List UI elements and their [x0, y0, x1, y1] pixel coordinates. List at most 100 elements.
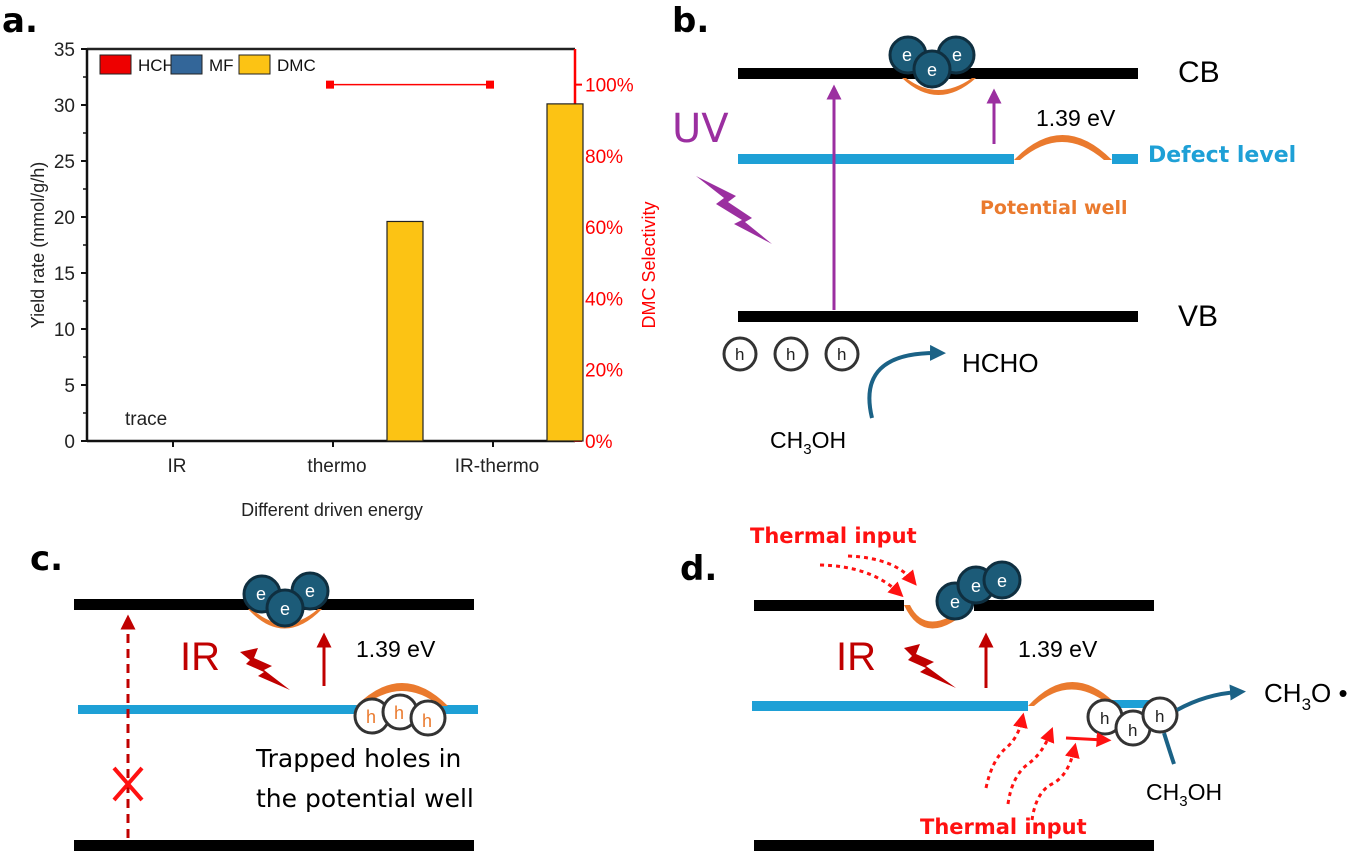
bar-dmc-thermo [386, 220, 424, 442]
electron-label: e [997, 571, 1007, 591]
electron-cluster: e e e [888, 35, 976, 89]
electron-label: e [950, 592, 960, 612]
y-axis-title: Yield rate (mmol/g/h) [28, 162, 48, 328]
electron-label: e [971, 576, 981, 596]
vb-label: VB [1178, 300, 1218, 333]
thermal-arrow-top [819, 563, 904, 598]
y2-tick-label: 60% [585, 218, 623, 239]
hole-push-arrow [1065, 732, 1112, 748]
electron-icon [265, 588, 305, 628]
legend-swatch-mf [170, 54, 203, 75]
potential-well-barrier [1028, 681, 1114, 706]
defect-level-right [1112, 154, 1138, 164]
hole-icon [824, 336, 860, 372]
cb-label: CB [1178, 56, 1220, 89]
energy-label: 1.39 eV [1036, 105, 1116, 131]
energy-label: 1.39 eV [1018, 636, 1098, 662]
reactant-ch3oh: CH3OH [770, 427, 846, 458]
defect-level-left [738, 154, 1014, 164]
electron-label: e [952, 45, 962, 65]
reactant-ch3oh: CH3OH [1146, 779, 1222, 810]
potential-well-label: Potential well [980, 197, 1127, 219]
legend-swatch-dmc [238, 54, 271, 75]
electron-label: e [927, 60, 937, 80]
electron-label: e [256, 584, 266, 604]
legend-swatch-hcho [99, 54, 132, 75]
electron-icon [912, 49, 952, 89]
x-tick-label: thermo [307, 456, 366, 477]
methanol-approach-line [1162, 732, 1176, 765]
oxidation-arrow [867, 344, 946, 419]
ir-label: IR [180, 635, 220, 679]
y2-tick-label: 80% [585, 147, 623, 168]
hole-label: h [394, 703, 404, 723]
thermal-input-top-label: Thermal input [750, 524, 917, 548]
potential-well-barrier [356, 683, 448, 706]
panel-d: d. Thermal input e e e IR 1.39 eV h [680, 524, 1348, 851]
uv-lightning-icon [696, 176, 772, 244]
hole-icon [722, 336, 758, 372]
defect-level [78, 705, 478, 714]
hole-label: h [366, 707, 376, 727]
y-tick-label: 35 [54, 40, 75, 61]
hole-label: h [786, 345, 795, 364]
trace-annotation: trace [125, 409, 167, 430]
y2-tick-label: 20% [585, 361, 623, 382]
ir-label: IR [836, 635, 876, 679]
hole-label: h [837, 345, 846, 364]
electron-cluster: e e e [935, 560, 1022, 621]
potential-well-barrier [1014, 135, 1112, 160]
defect-level-right [1110, 700, 1150, 708]
y-tick-label: 20 [54, 208, 75, 229]
hole-label: h [735, 345, 744, 364]
selectivity-point [486, 80, 494, 89]
hole-label: h [1128, 721, 1137, 740]
product-ch3o-radical: CH3O • [1264, 678, 1348, 714]
y2-axis-title: DMC Selectivity [639, 201, 659, 328]
x-axis-title: Different driven energy [241, 500, 423, 520]
thermal-arrow-bottom [1030, 742, 1080, 821]
panel-label-a: a. [2, 1, 38, 41]
hole-icon [409, 699, 447, 737]
legend-label-dmc: DMC [277, 56, 316, 75]
valence-band [74, 840, 474, 851]
uv-label: UV [672, 106, 729, 152]
y-tick-label: 15 [54, 264, 75, 285]
cb-well [904, 605, 974, 629]
thermal-arrow-bottom [1006, 727, 1055, 805]
cb-well [248, 609, 322, 629]
panel-label-d: d. [680, 549, 717, 589]
defect-level [752, 701, 1028, 711]
product-hcho: HCHO [962, 348, 1039, 378]
thermal-input-bottom-label: Thermal input [920, 815, 1087, 839]
y2-tick-label: 40% [585, 289, 623, 310]
hole-label: h [1100, 709, 1109, 728]
electron-cluster: e e e [242, 571, 330, 628]
panel-c: c. IR 1.39 eV e e e h h h [30, 539, 478, 851]
panel-label-b: b. [672, 1, 709, 41]
trapped-hole-cluster: h h h [353, 693, 447, 737]
ir-lightning-icon [904, 644, 956, 688]
energy-label: 1.39 eV [356, 636, 436, 662]
oxidation-arrow [1176, 684, 1246, 712]
legend-label-mf: MF [209, 56, 234, 75]
panel-b: b. CB Defect level Potential well 1.39 e… [672, 1, 1296, 458]
electron-label: e [305, 581, 315, 601]
panel-label-c: c. [30, 539, 63, 579]
valence-band [754, 840, 1154, 851]
hole-label: h [1155, 707, 1164, 726]
cross-icon [112, 766, 144, 802]
hole-cluster: h h h [1086, 696, 1179, 747]
electron-label: e [902, 45, 912, 65]
hole-icon [773, 336, 809, 372]
thermal-arrow-top [847, 554, 917, 586]
y-tick-label: 0 [64, 432, 75, 453]
y-tick-label: 25 [54, 152, 75, 173]
y-tick-label: 10 [54, 320, 75, 341]
ir-lightning-icon [240, 648, 290, 690]
trapped-holes-label-line2: the potential well [256, 784, 474, 813]
x-tick-label: IR-thermo [455, 456, 539, 477]
defect-level-label: Defect level [1148, 143, 1296, 168]
